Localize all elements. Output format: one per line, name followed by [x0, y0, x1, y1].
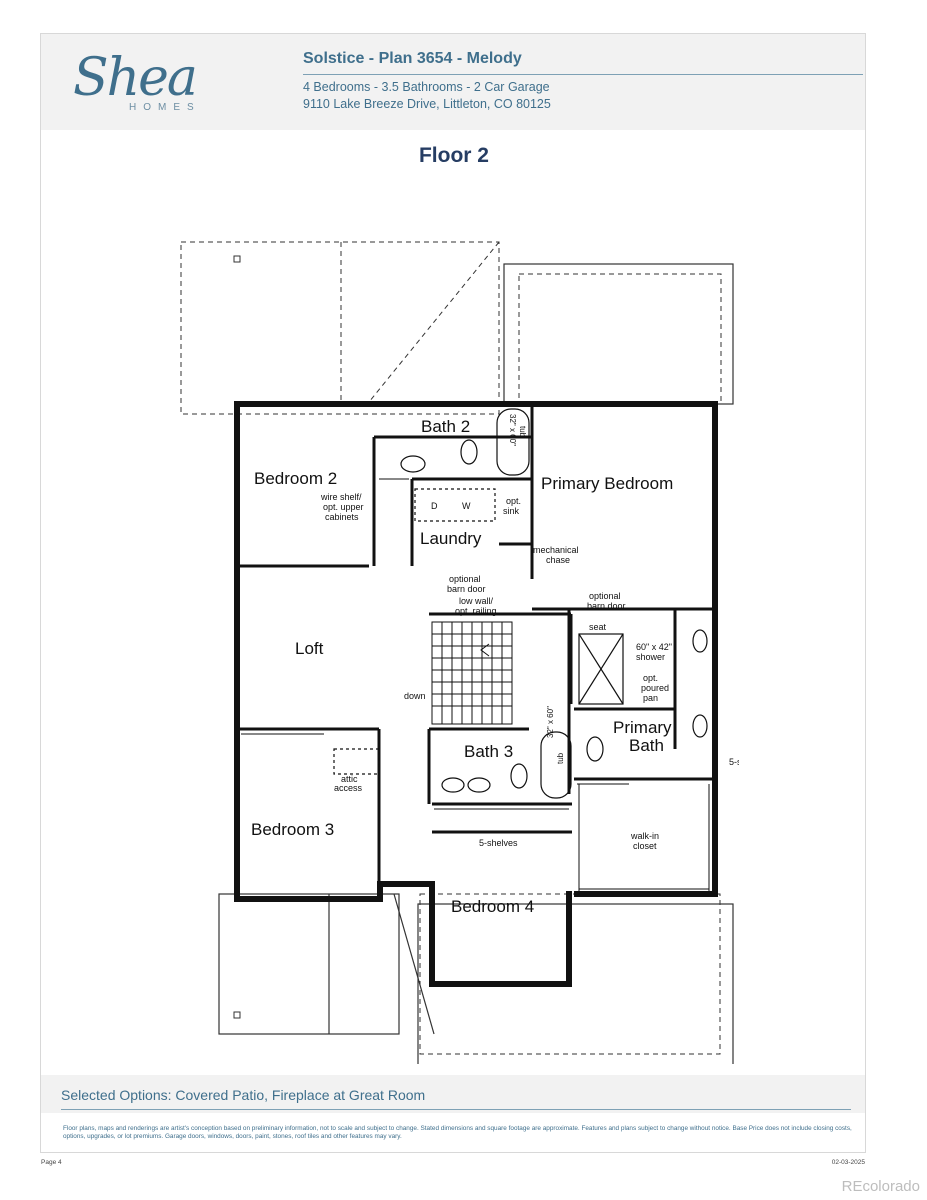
logo-subtext: HOMES: [129, 102, 201, 113]
note-barn-door-2: barn door: [447, 584, 486, 594]
note-barn-door-4: barn door: [587, 601, 626, 611]
note-low-wall-2: opt. railing: [455, 606, 497, 616]
note-washer: W: [462, 501, 471, 511]
selected-options: Selected Options: Covered Patio, Firepla…: [61, 1087, 426, 1103]
tub-notes: 32" x 60" tub 32" x 60" tub: [508, 414, 565, 764]
room-laundry: Laundry: [420, 529, 482, 548]
print-date: 02-03-2025: [831, 1159, 865, 1166]
closet-shelving: [241, 478, 710, 894]
note-walkin-1: walk-in: [630, 831, 659, 841]
note-down: down: [404, 691, 426, 701]
note-seat: seat: [589, 622, 607, 632]
shea-homes-logo: Shea HOMES: [69, 48, 259, 118]
header-rule: [303, 74, 863, 75]
plan-address: 9110 Lake Breeze Drive, Littleton, CO 80…: [303, 97, 551, 111]
stairs: [431, 621, 513, 725]
room-loft: Loft: [295, 639, 324, 658]
room-bedroom4: Bedroom 4: [451, 897, 534, 916]
note-wire-shelf-2: opt. upper: [323, 502, 364, 512]
header-band: [41, 34, 865, 130]
note-shower-2: shower: [636, 652, 665, 662]
room-primary-bath-line2: Bath: [629, 736, 664, 755]
note-attic-2: access: [334, 783, 363, 793]
room-labels: Bath 2 Bedroom 2 Primary Bedroom Laundry…: [251, 417, 673, 916]
note-dryer: D: [431, 501, 438, 511]
note-shower-1: 60" x 42": [636, 642, 672, 652]
note-tub-bath2: tub: [518, 426, 527, 438]
note-pan-3: pan: [643, 693, 658, 703]
note-shelves-bedroom4: 5-shelves: [479, 838, 518, 848]
note-wire-shelf-1: wire shelf/: [320, 492, 362, 502]
note-wire-shelf-3: cabinets: [325, 512, 359, 522]
note-tub-size-bath2: 32" x 60": [508, 414, 517, 446]
note-barn-door-3: optional: [589, 591, 621, 601]
note-tub-bath3: tub: [556, 752, 565, 764]
note-low-wall-1: low wall/: [459, 596, 494, 606]
note-opt-sink-2: sink: [503, 506, 520, 516]
note-mechanical-2: chase: [546, 555, 570, 565]
note-attic-1: attic: [341, 774, 358, 784]
note-pan-2: poured: [641, 683, 669, 693]
plan-title: Solstice - Plan 3654 - Melody: [303, 50, 522, 67]
note-walkin-2: closet: [633, 841, 657, 851]
room-primary-bath-line1: Primary: [613, 718, 672, 737]
plan-specs: 4 Bedrooms - 3.5 Bathrooms - 2 Car Garag…: [303, 80, 550, 94]
note-pan-1: opt.: [643, 673, 658, 683]
room-primary-bedroom: Primary Bedroom: [541, 474, 673, 493]
room-bedroom2: Bedroom 2: [254, 469, 337, 488]
note-shelves-primary: 5-shelves: [729, 757, 739, 767]
room-bath2: Bath 2: [421, 417, 470, 436]
post-markers: [233, 255, 241, 1019]
note-mechanical-1: mechanical: [533, 545, 579, 555]
room-bath3: Bath 3: [464, 742, 513, 761]
note-opt-sink-1: opt.: [506, 496, 521, 506]
footer-rule: [61, 1109, 851, 1110]
room-bedroom3: Bedroom 3: [251, 820, 334, 839]
disclaimer: Floor plans, maps and renderings are art…: [63, 1125, 852, 1140]
floor-title: Floor 2: [418, 144, 489, 167]
plan-notes: wire shelf/ opt. upper cabinets D W opt.…: [320, 492, 739, 851]
logo-script: Shea: [73, 48, 198, 108]
floor-plan: Bath 2 Bedroom 2 Primary Bedroom Laundry…: [180, 241, 739, 1064]
fixtures: [333, 408, 708, 799]
note-barn-door-1: optional: [449, 574, 481, 584]
interior-walls: [237, 404, 715, 894]
exterior-walls: [234, 401, 718, 987]
note-tub-size-bath3: 32" x 60": [546, 706, 555, 738]
patio-outlines: [218, 263, 734, 1064]
watermark: REcolorado: [841, 1178, 920, 1195]
flyer-sheet: Shea HOMES Solstice - Plan 3654 - Melody…: [40, 33, 866, 1166]
page-number: Page 4: [41, 1159, 62, 1166]
footer-band: [41, 1075, 865, 1113]
